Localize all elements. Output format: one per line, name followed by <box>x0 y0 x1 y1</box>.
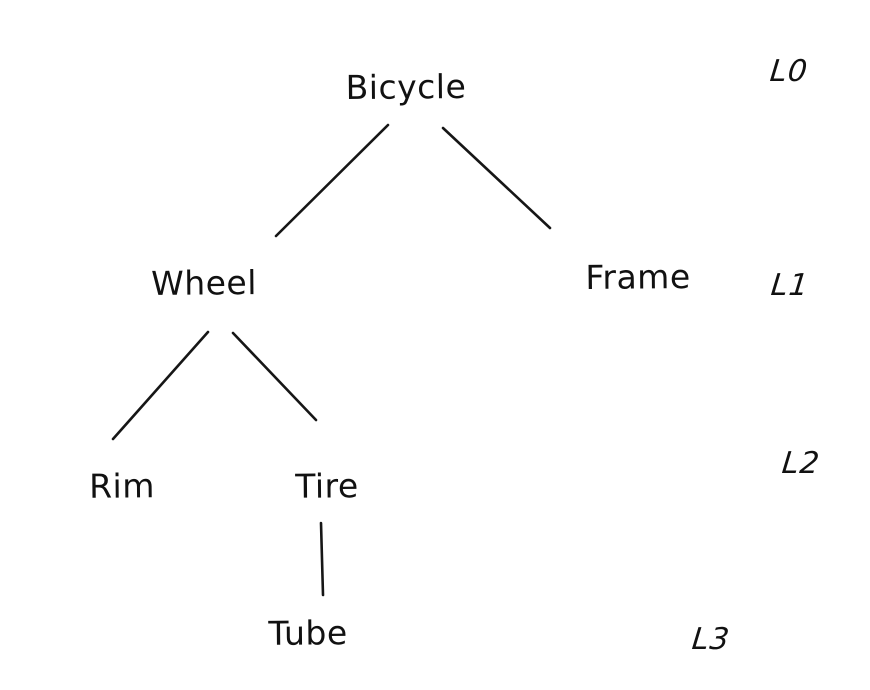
node-rim: Rim <box>88 466 156 506</box>
level-label-l0: L0 <box>768 54 810 89</box>
level-label-l2: L2 <box>780 446 822 481</box>
node-tube: Tube <box>268 613 348 653</box>
edge-tire-tube <box>319 521 325 597</box>
edge-wheel-rim <box>111 330 210 441</box>
node-bicycle: Bicycle <box>345 66 467 108</box>
level-label-l1: L1 <box>769 268 811 303</box>
node-frame: Frame <box>585 257 691 297</box>
level-label-l3: L3 <box>690 622 732 657</box>
edge-wheel-tire <box>231 331 318 422</box>
edge-bicycle-wheel <box>274 123 390 238</box>
node-wheel: Wheel <box>150 263 258 303</box>
node-tire: Tire <box>295 466 359 506</box>
edge-bicycle-frame <box>441 126 552 230</box>
